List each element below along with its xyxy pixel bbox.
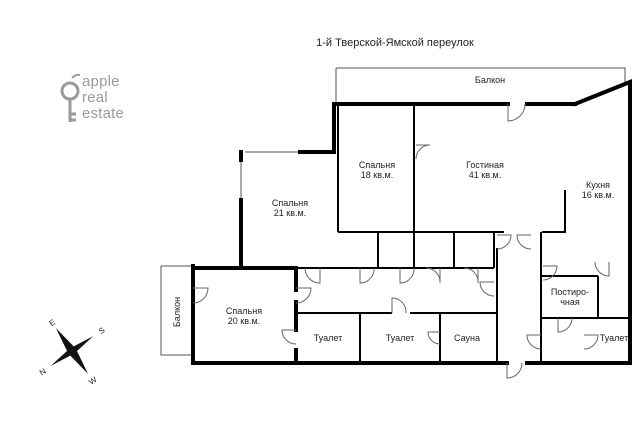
walls (191, 79, 632, 365)
kitchen-area: 16 кв.м. (582, 190, 614, 200)
compass-e-letter: E (47, 318, 57, 328)
door-swings (192, 103, 610, 379)
compass-east-arrow-icon (72, 336, 94, 352)
compass-s-letter: S (97, 326, 107, 336)
bedroom-21-area: 21 кв.м. (274, 208, 306, 218)
bedroom-18-area: 18 кв.м. (361, 170, 393, 180)
room-labels: Балкон Спальня 18 кв.м. Гостиная 41 кв.м… (172, 75, 628, 343)
compass-n-letter: N (38, 367, 48, 378)
living-room-name: Гостиная (466, 160, 504, 170)
bedroom-20-area: 20 кв.м. (228, 316, 260, 326)
logo-wordmark: apple real estate (82, 74, 124, 122)
kitchen-name: Кухня (586, 180, 610, 190)
inner-walls (296, 104, 630, 363)
bedroom-18-name: Спальня (359, 160, 395, 170)
laundry-line-1: Постиро- (551, 287, 589, 297)
toilet-2-label: Туалет (386, 333, 414, 343)
toilet-1-label: Туалет (314, 333, 342, 343)
balcony-top-label: Балкон (475, 75, 505, 85)
compass: N S E W (38, 318, 107, 387)
bedroom-20-name: Спальня (226, 306, 262, 316)
logo-word-3: estate (82, 105, 125, 122)
plan-title: 1-й Тверской-Ямской переулок (316, 37, 474, 49)
compass-south-arrow-icon (70, 351, 89, 374)
toilet-3-label: Туалет (600, 333, 628, 343)
logo-word-2: real (82, 89, 108, 106)
living-room-area: 41 кв.м. (469, 170, 501, 180)
balcony-left-label: Балкон (172, 297, 182, 327)
sauna-label: Сауна (454, 333, 480, 343)
compass-west-arrow-icon (50, 350, 72, 366)
bedroom-21-name: Спальня (272, 198, 308, 208)
logo-mark-icon (60, 73, 81, 122)
compass-north-arrow-icon (55, 328, 74, 351)
laundry-line-2: чная (560, 297, 580, 307)
apple-real-estate-logo (60, 73, 81, 122)
compass-w-letter: W (87, 375, 99, 387)
logo-word-1: apple (82, 73, 120, 90)
